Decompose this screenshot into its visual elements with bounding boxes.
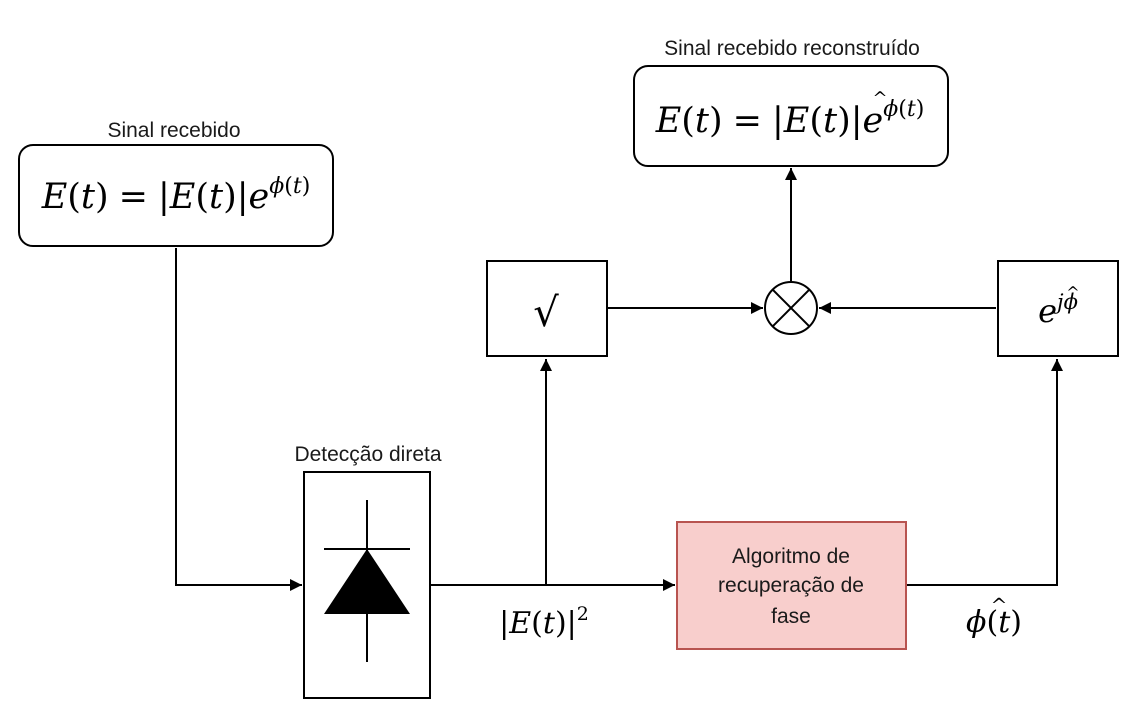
photodiode-icon bbox=[324, 500, 410, 662]
edge-algorithm-to-exp bbox=[906, 359, 1063, 586]
phase-retrieval-line3: fase bbox=[771, 605, 811, 628]
label-direct-detection: Detecção direta bbox=[294, 443, 441, 466]
exp-phi-hat: ^ bbox=[1066, 283, 1079, 302]
phase-estimate-label: ϕ(t) bbox=[966, 605, 1022, 640]
phase-retrieval-line2: recuperação de bbox=[718, 574, 864, 597]
phase-retrieval-line1: Algoritmo de bbox=[732, 545, 850, 568]
exp-box[interactable] bbox=[997, 260, 1119, 357]
received-signal-box[interactable] bbox=[18, 144, 334, 247]
reconstructed-signal-box[interactable] bbox=[633, 65, 949, 167]
label-received-signal: Sinal recebido bbox=[107, 119, 240, 142]
label-reconstructed-signal: Sinal recebido reconstruído bbox=[664, 37, 920, 60]
phase-retrieval-box[interactable] bbox=[676, 521, 907, 650]
phase-estimate-hat: ^ bbox=[991, 593, 1008, 617]
multiplier-icon[interactable] bbox=[764, 281, 818, 335]
reconstructed-phi-hat: ^ bbox=[872, 88, 887, 109]
sqrt-symbol: √ bbox=[533, 290, 559, 336]
received-signal-formula: E(t)=|E(t)|eϕ(t) bbox=[41, 174, 311, 217]
intensity-label: |E(t)|2 bbox=[499, 603, 589, 641]
edge-received-to-detector bbox=[175, 248, 302, 591]
sqrt-box[interactable] bbox=[486, 260, 608, 357]
exp-formula: ejϕ bbox=[1038, 290, 1078, 330]
reconstructed-signal-formula: E(t)=|E(t)|eϕ(t) bbox=[655, 97, 925, 141]
